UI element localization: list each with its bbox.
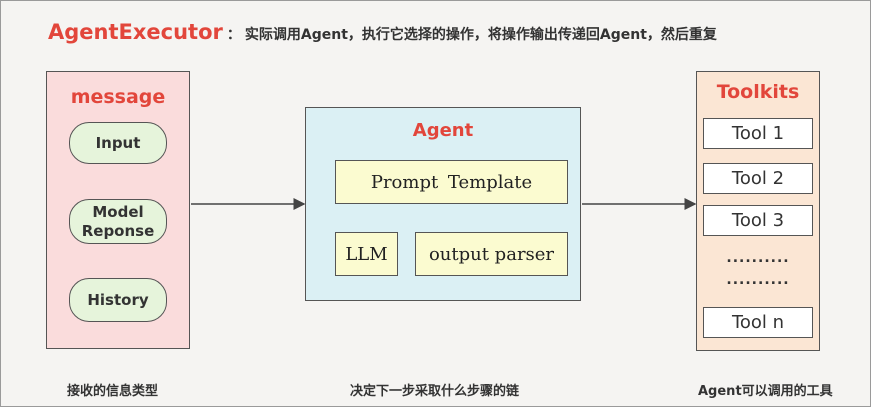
- message-item-history: History: [69, 278, 167, 322]
- title-separator: ：: [226, 27, 241, 43]
- caption-message: 接收的信息类型: [67, 384, 159, 399]
- output-parser-box: output parser: [415, 232, 568, 276]
- tool-2: Tool 2: [703, 163, 813, 194]
- tools-ellipsis-1: ..........: [726, 250, 790, 266]
- toolkits-title: Toolkits: [716, 81, 800, 103]
- message-box: message Input Model Reponse History: [46, 71, 190, 349]
- diagram-title: AgentExecutor ： 实际调用Agent，执行它选择的操作，将操作输出…: [48, 20, 717, 44]
- caption-agent: 决定下一步采取什么步骤的链: [350, 384, 520, 399]
- message-item-model-response: Model Reponse: [69, 199, 167, 244]
- title-description: 实际调用Agent，执行它选择的操作，将操作输出传递回Agent，然后重复: [244, 27, 717, 43]
- caption-toolkits: Agent可以调用的工具: [698, 384, 833, 399]
- tool-1: Tool 1: [703, 118, 813, 149]
- llm-box: LLM: [335, 232, 398, 276]
- message-item-input: Input: [69, 122, 167, 164]
- message-title: message: [70, 86, 166, 108]
- prompt-template-box: Prompt Template: [335, 160, 568, 204]
- tool-3: Tool 3: [703, 205, 813, 236]
- tools-ellipsis-2: ..........: [726, 272, 790, 288]
- agent-title: Agent: [412, 120, 474, 141]
- tool-n: Tool n: [703, 307, 813, 338]
- message-item-model-response-label: Model Reponse: [81, 202, 155, 240]
- agent-box: Agent Prompt Template LLM output parser: [305, 107, 581, 301]
- toolkits-box: Toolkits Tool 1 Tool 2 Tool 3 ..........…: [696, 71, 820, 351]
- title-main: AgentExecutor: [48, 20, 223, 44]
